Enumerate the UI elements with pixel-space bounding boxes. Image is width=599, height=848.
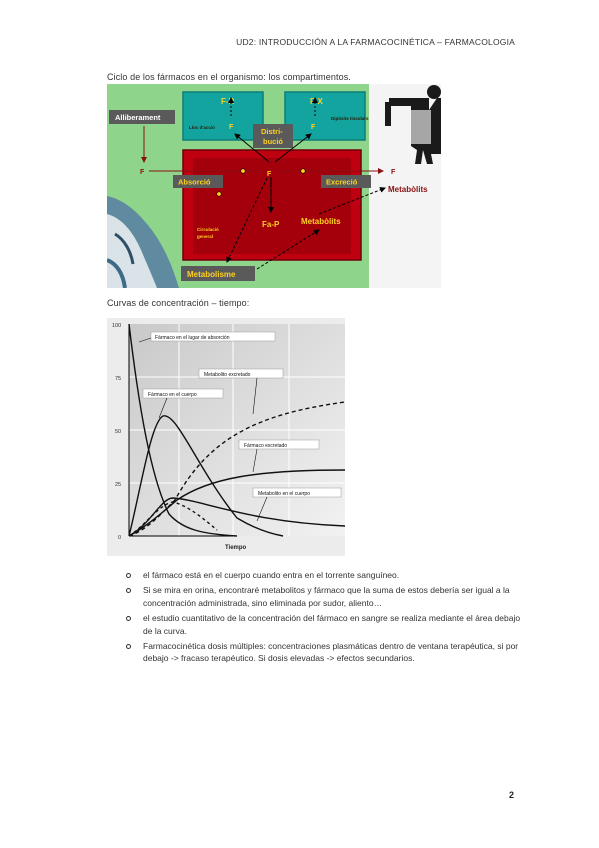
metabolits-output-label: Metabòlits: [388, 185, 428, 194]
label-metabolite-excreted: Metabolito excretado: [204, 372, 251, 378]
human-figure-icon: [385, 85, 441, 164]
excrecio-box: [321, 175, 371, 188]
curve-labels: Fármaco en el lugar de absorción Metabol…: [138, 331, 342, 522]
lloc-accio-label: Lloc d'acció: [189, 125, 215, 130]
caption-cycle: Ciclo de los fármacos en el organismo: l…: [107, 72, 351, 82]
metabolisme-label: Metabolisme: [187, 270, 236, 279]
circulacio-label-2: general: [197, 234, 213, 239]
metabolisme-box: [181, 266, 255, 281]
site-of-action-compartment: [182, 91, 264, 141]
y-tick: 50: [115, 429, 121, 435]
gridlines: [129, 324, 345, 536]
curve-absorption-site: [128, 323, 238, 537]
curve-drug-in-body: [128, 415, 284, 537]
node-dot: [240, 168, 246, 174]
curves: [128, 323, 345, 537]
excrecio-label: Excreció: [326, 178, 358, 187]
alliberament-label: Alliberament: [115, 113, 161, 122]
y-tick: 75: [115, 376, 121, 382]
f-output-label: F: [391, 169, 396, 176]
label-metabolite-in-body: Metabolito en el cuerpo: [258, 491, 310, 497]
bullet-text: Si se mira en orina, encontraré metaboli…: [143, 585, 510, 608]
page-number: 2: [508, 790, 514, 800]
concentration-time-chart: 100 75 50 25 0 Tiempo Fármaco en el luga…: [107, 318, 345, 556]
alliberament-box: [109, 110, 175, 124]
y-tick: 100: [112, 323, 121, 329]
list-item: Farmacocinética dosis múltiples: concent…: [126, 640, 522, 665]
bullet-text: el estudio cuantitativo de la concentrac…: [143, 613, 521, 636]
f-right-label: F: [311, 124, 316, 131]
metabolits-inner-label: Metabòlits: [301, 217, 341, 226]
absorcio-label: Absorció: [178, 178, 211, 187]
label-absorption: Fármaco en el lugar de absorción: [155, 335, 230, 341]
curve-metabolite-in-body: [128, 497, 345, 537]
circulacio-label-1: Circulació: [197, 227, 219, 232]
f-left-label: F: [229, 124, 234, 131]
x-axis-label: Tiempo: [225, 545, 247, 551]
y-tick: 25: [115, 482, 121, 488]
distribucio-label-2: bució: [263, 137, 283, 146]
fap-label: Fa-P: [262, 220, 280, 229]
flow-arrows: [141, 97, 386, 270]
bullet-icon: [126, 616, 131, 622]
page-header: UD2: INTRODUCCIÓN A LA FARMACOCINÉTICA –…: [236, 37, 515, 47]
circulation-inner: [193, 158, 351, 254]
curve-metabolite-excreted: [128, 401, 345, 537]
fx-label: F-X: [310, 97, 324, 106]
f-center-label: F: [267, 171, 272, 178]
bullet-icon: [126, 573, 131, 578]
node-dot: [216, 191, 222, 197]
distribucio-label-1: Distri-: [261, 127, 283, 136]
satellite-image: [107, 196, 179, 288]
list-item: Si se mira en orina, encontraré metaboli…: [126, 584, 522, 609]
y-tick-labels: 100 75 50 25 0: [112, 323, 121, 541]
absorcio-box: [173, 175, 223, 188]
list-item: el fármaco está en el cuerpo cuando entr…: [126, 569, 522, 581]
f-input-label: F: [140, 169, 145, 176]
curve-drug-excreted: [128, 469, 345, 537]
caption-curves: Curvas de concentración – tiempo:: [107, 298, 250, 308]
compartments-diagram: F-R F-X Lloc d'acció Dipòsits tissulars …: [107, 84, 441, 288]
y-tick: 0: [118, 535, 121, 541]
bullet-icon: [126, 644, 131, 650]
label-drug-in-body: Fármaco en el cuerpo: [148, 392, 197, 398]
fr-label: F-R: [221, 97, 235, 106]
distribucio-box: [253, 124, 293, 148]
curve-dashed-small: [128, 501, 218, 537]
node-dot: [300, 168, 306, 174]
bullet-list: el fármaco está en el cuerpo cuando entr…: [126, 569, 522, 668]
bullet-text: Farmacocinética dosis múltiples: concent…: [143, 641, 519, 664]
list-item: el estudio cuantitativo de la concentrac…: [126, 612, 522, 637]
bullet-icon: [126, 588, 131, 594]
tissue-deposits-compartment: [284, 91, 366, 141]
diposits-label: Dipòsits tissulars: [331, 116, 369, 121]
bullet-text: el fármaco está en el cuerpo cuando entr…: [143, 570, 400, 580]
label-drug-excreted: Fármaco excretado: [244, 443, 287, 449]
